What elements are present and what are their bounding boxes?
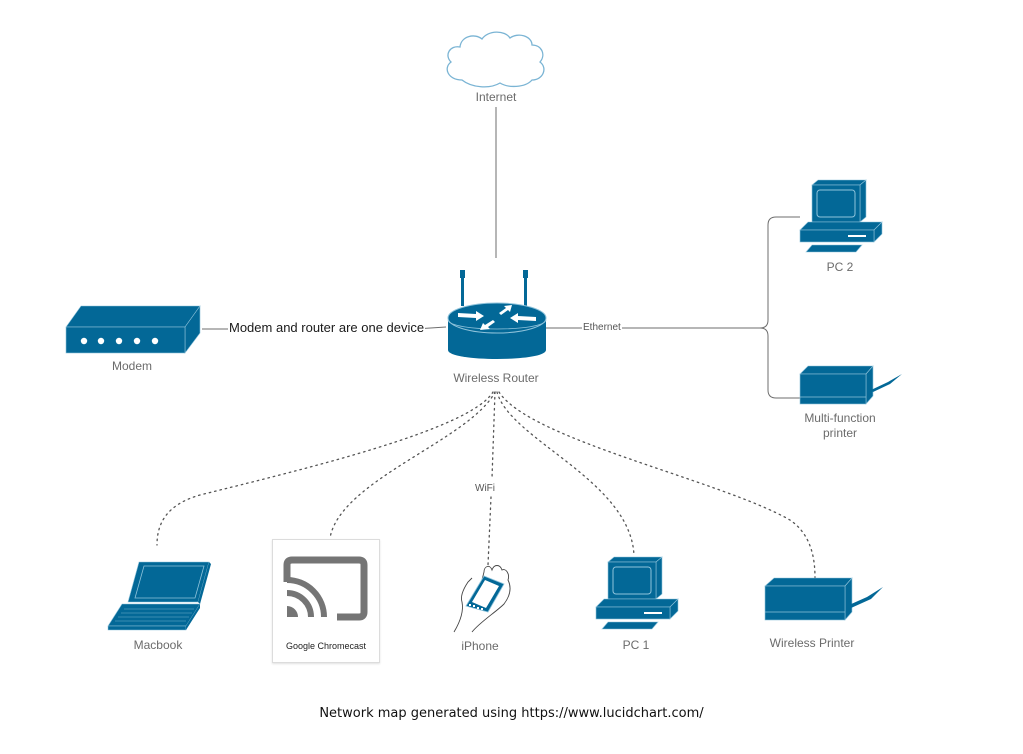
printer-icon[interactable] [799, 365, 902, 405]
connectors [156, 107, 816, 579]
edge-router-iphone-top [491, 391, 496, 479]
laptop-icon[interactable] [107, 561, 211, 631]
pc1-label: PC 1 [622, 638, 650, 652]
cloud-icon[interactable] [446, 31, 545, 88]
router-label: Wireless Router [453, 371, 539, 385]
mfp-label-line2: printer [822, 426, 857, 440]
edge-router-iphone-bottom [487, 496, 492, 566]
macbook-label: Macbook [133, 638, 183, 652]
router-icon[interactable] [447, 270, 547, 359]
footer-caption: Network map generated using https://www.… [319, 706, 704, 721]
edge-router-ethernet [546, 216, 800, 329]
wireless-printer-label: Wireless Printer [769, 636, 855, 650]
pc2-label: PC 2 [826, 260, 854, 274]
printer-icon[interactable] [764, 577, 883, 621]
desktop-computer-icon[interactable] [799, 179, 883, 253]
iphone-label: iPhone [461, 639, 499, 653]
internet-label: Internet [475, 90, 517, 104]
edge-router-macbook [156, 391, 494, 546]
edge-router-mfp [759, 327, 800, 399]
phone-in-hand-icon[interactable] [453, 565, 511, 633]
edge-router-wireless-printer [498, 391, 816, 579]
mfp-label-line1: Multi-function [804, 411, 876, 425]
desktop-computer-icon[interactable] [595, 556, 679, 630]
edge-router-pc1 [496, 391, 635, 556]
chromecast-label: Google Chromecast [285, 641, 367, 651]
edge-label-modem-router: Modem and router are one device [228, 320, 426, 335]
edge-router-chromecast [329, 391, 496, 539]
modem-label: Modem [111, 359, 152, 373]
cast-icon [283, 556, 368, 621]
edge-label-ethernet: Ethernet [582, 321, 622, 335]
chromecast-node[interactable]: Google Chromecast [272, 539, 380, 663]
edge-label-wifi: WiFi [474, 482, 496, 496]
modem-icon[interactable] [65, 305, 201, 354]
